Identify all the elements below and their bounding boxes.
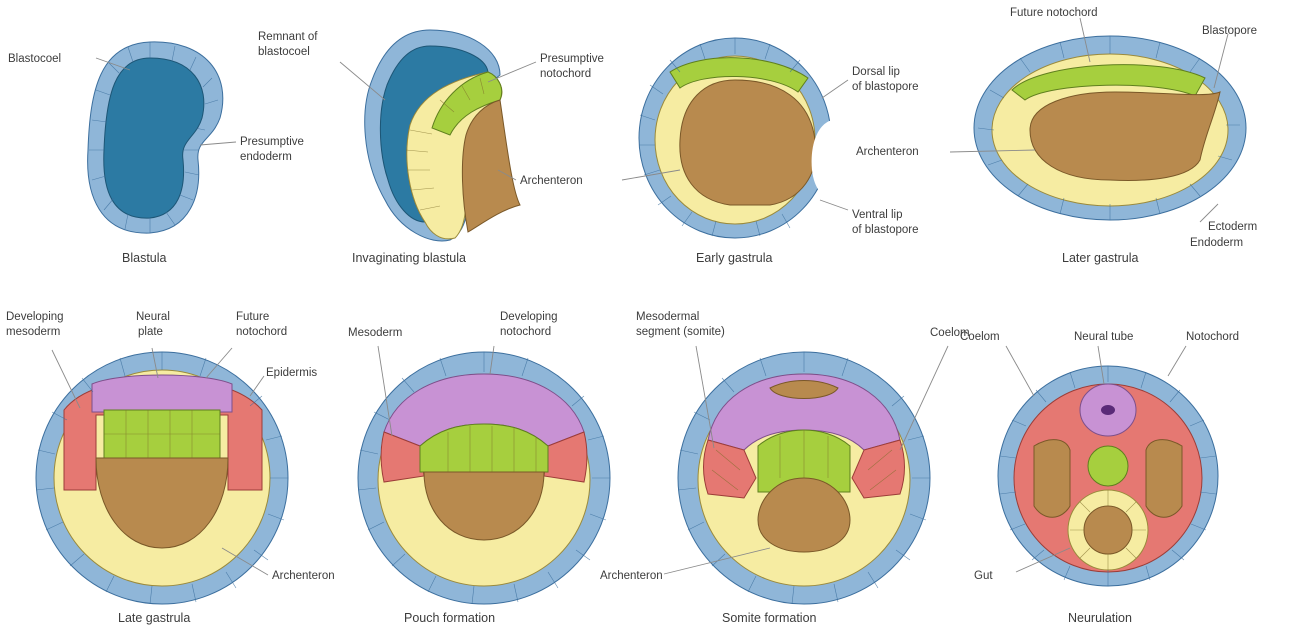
label-mesoderm-6: Mesoderm: [348, 327, 402, 339]
label-somite-2: segment (somite): [636, 326, 725, 338]
later-archenteron: [1030, 92, 1220, 180]
caption-blastula: Blastula: [122, 251, 167, 265]
caption-invaginating: Invaginating blastula: [352, 251, 466, 265]
label-ventral-lip-1: Ventral lip: [852, 209, 903, 221]
panel-late-gastrula: Developing mesoderm Neural plate Future …: [6, 311, 335, 625]
neuru-gut-lumen: [1084, 506, 1132, 554]
label-coelom-8: Coelom: [960, 331, 1000, 343]
label-neural-tube: Neural tube: [1074, 331, 1133, 343]
leader-dorsal-lip: [822, 80, 848, 98]
neuru-coelom-right: [1146, 440, 1182, 518]
label-blastopore: Blastopore: [1202, 25, 1257, 37]
leader-ventral-lip: [820, 200, 848, 210]
leader-ectoderm: [1200, 204, 1218, 222]
label-ventral-lip-2: of blastopore: [852, 224, 919, 236]
label-notochord-8: Notochord: [1186, 331, 1239, 343]
label-endoderm: Endoderm: [1190, 237, 1243, 249]
leader-coelom-8: [1006, 346, 1034, 396]
label-dorsal-lip-1: Dorsal lip: [852, 66, 900, 78]
label-archenteron-invag: Archenteron: [520, 175, 583, 187]
panel-pouch-formation: Mesoderm Developing notochord Pouch form…: [348, 311, 610, 625]
neuru-notochord: [1088, 446, 1128, 486]
caption-pouch-formation: Pouch formation: [404, 611, 495, 625]
label-remnant-blastocoel-2: blastocoel: [258, 46, 310, 58]
label-presumptive-notochord-1: Presumptive: [540, 53, 604, 65]
label-epidermis: Epidermis: [266, 367, 317, 379]
caption-later-gastrula: Later gastrula: [1062, 251, 1138, 265]
label-gut: Gut: [974, 570, 993, 582]
panel-neurulation: Coelom Neural tube Notochord Gut Neurula…: [960, 331, 1239, 625]
label-blastocoel: Blastocoel: [8, 53, 61, 65]
label-future-notochord-4: Future notochord: [1010, 7, 1098, 19]
leader-epidermis: [250, 376, 264, 396]
label-dorsal-lip-2: of blastopore: [852, 81, 919, 93]
label-remnant-blastocoel-1: Remnant of: [258, 31, 318, 43]
label-presumptive-endoderm-2: endoderm: [240, 151, 292, 163]
neuru-coelom-left: [1034, 440, 1070, 518]
label-archenteron-7: Archenteron: [600, 570, 663, 582]
early-archenteron: [680, 80, 816, 205]
label-developing-notochord-1: Developing: [500, 311, 558, 323]
label-developing-notochord-2: notochord: [500, 326, 551, 338]
leader-coelom: [900, 346, 948, 450]
label-archenteron-4: Archenteron: [856, 146, 919, 158]
panel-invaginating-blastula: Remnant of blastocoel Presumptive notoch…: [258, 30, 604, 265]
leader-notochord-8: [1168, 346, 1186, 376]
leader-presumptive-endoderm: [200, 142, 236, 145]
caption-somite-formation: Somite formation: [722, 611, 817, 625]
late-neural-plate: [92, 375, 232, 412]
label-somite-1: Mesodermal: [636, 311, 699, 323]
label-future-notochord-5a: Future: [236, 311, 269, 323]
neuru-neural-canal: [1101, 405, 1115, 415]
label-developing-mesoderm-2: mesoderm: [6, 326, 60, 338]
label-archenteron-5: Archenteron: [272, 570, 335, 582]
label-neural-plate-2: plate: [138, 326, 163, 338]
panel-blastula: Blastocoel Presumptive endoderm Blastula: [8, 42, 304, 265]
caption-neurulation: Neurulation: [1068, 611, 1132, 625]
label-presumptive-notochord-2: notochord: [540, 68, 591, 80]
label-developing-mesoderm-1: Developing: [6, 311, 64, 323]
label-ectoderm: Ectoderm: [1208, 221, 1257, 233]
caption-late-gastrula: Late gastrula: [118, 611, 190, 625]
panel-somite-formation: Mesodermal segment (somite) Coelom Arche…: [600, 311, 970, 625]
caption-early-gastrula: Early gastrula: [696, 251, 772, 265]
label-future-notochord-5b: notochord: [236, 326, 287, 338]
label-neural-plate-1: Neural: [136, 311, 170, 323]
label-presumptive-endoderm-1: Presumptive: [240, 136, 304, 148]
